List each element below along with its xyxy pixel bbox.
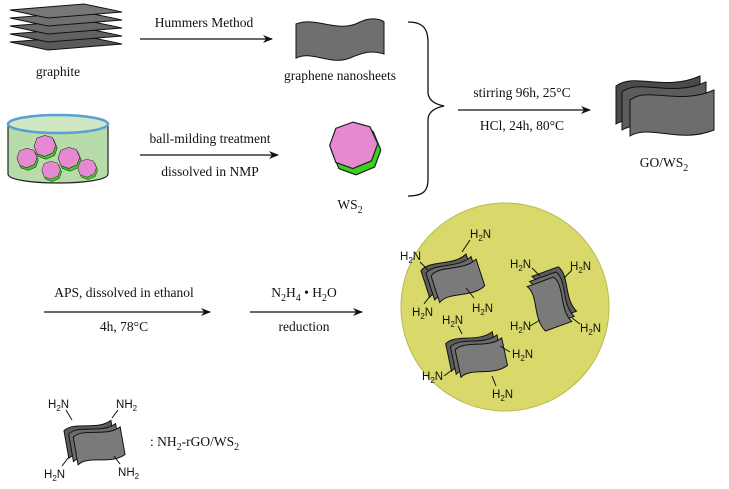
amine-label: H2N bbox=[470, 229, 491, 243]
graphite-icon bbox=[9, 3, 123, 51]
hydrazine-text: N2H4 • H2O bbox=[271, 285, 337, 304]
svg-text:H2N: H2N bbox=[510, 321, 531, 335]
hummers-text: Hummers Method bbox=[155, 15, 254, 30]
svg-text:NH2: NH2 bbox=[116, 399, 138, 413]
legend-label: : NH2-rGO/WS2 bbox=[150, 434, 239, 453]
svg-text:H2N: H2N bbox=[44, 469, 65, 483]
svg-text:H2N: H2N bbox=[472, 303, 493, 317]
graphene-label: graphene nanosheets bbox=[284, 68, 396, 83]
svg-text:H2N: H2N bbox=[48, 399, 69, 413]
svg-text:H2N: H2N bbox=[412, 307, 433, 321]
ball-milling-text: ball-milding treatment bbox=[149, 131, 270, 146]
svg-text:H2N: H2N bbox=[580, 323, 601, 337]
stack2-amines: H2N H2N H2N H2N bbox=[510, 259, 601, 337]
go-ws2-label: GO/WS2 bbox=[640, 155, 689, 174]
stack1-amines: H2N H2N H2N H2N bbox=[400, 229, 493, 321]
stack3-amines: H2N H2N H2N H2N bbox=[422, 315, 533, 403]
svg-text:H2N: H2N bbox=[400, 251, 421, 265]
beaker-icon bbox=[6, 113, 110, 184]
svg-text:H2N: H2N bbox=[422, 371, 443, 385]
svg-text:H2N: H2N bbox=[510, 259, 531, 273]
combine-brace bbox=[407, 21, 445, 197]
svg-text:H2N: H2N bbox=[442, 315, 463, 329]
aps-conditions-text: 4h, 78°C bbox=[100, 319, 148, 334]
ws2-label: WS2 bbox=[337, 197, 362, 216]
nmp-text: dissolved in NMP bbox=[161, 164, 259, 179]
go-ws2-icon bbox=[615, 75, 715, 137]
reduction-text: reduction bbox=[279, 319, 330, 334]
svg-text:H2N: H2N bbox=[570, 261, 591, 275]
svg-text:NH2: NH2 bbox=[118, 467, 140, 481]
graphite-label: graphite bbox=[36, 64, 80, 79]
graphene-sheet-icon bbox=[295, 18, 385, 61]
aps-text: APS, dissolved in ethanol bbox=[54, 285, 194, 300]
legend-amines: H2N NH2 H2N NH2 bbox=[44, 399, 140, 483]
svg-text:H2N: H2N bbox=[492, 389, 513, 403]
ws2-particle-icon bbox=[329, 121, 382, 176]
svg-text:H2N: H2N bbox=[512, 349, 533, 363]
stirring-text: stirring 96h, 25°C bbox=[473, 85, 570, 100]
hcl-text: HCl, 24h, 80°C bbox=[480, 118, 564, 133]
